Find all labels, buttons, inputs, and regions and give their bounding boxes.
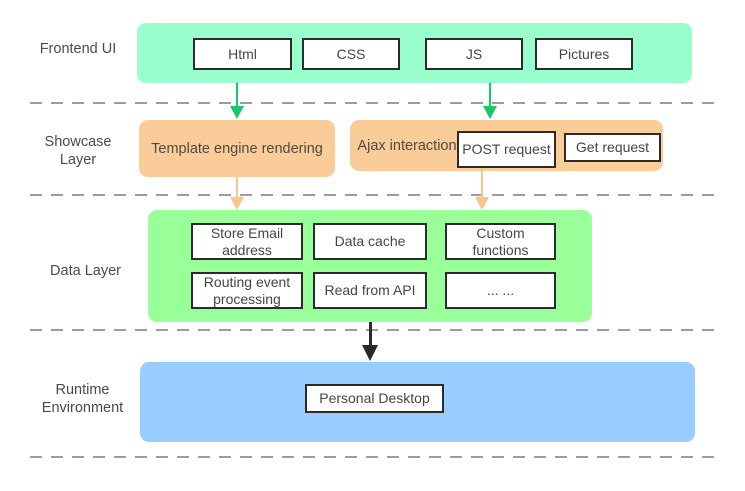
data-box-routing-event: Routing event processing (191, 272, 303, 309)
divider-bottom (30, 456, 718, 458)
arrow-post-to-data (481, 168, 483, 197)
data-box-more: ... ... (445, 272, 556, 309)
get-request-box: Get request (564, 133, 661, 162)
data-box-read-api: Read from API (313, 272, 427, 309)
data-box-data-cache: Data cache (313, 223, 427, 260)
data-box-custom-functions: Custom functions (445, 223, 556, 260)
data-layer-label: Data Layer (50, 263, 121, 279)
post-request-box: POST request (457, 131, 556, 168)
arrow-data-to-runtime (369, 322, 372, 345)
divider-frontend-showcase (30, 102, 718, 104)
frontend-box-js: JS (425, 38, 523, 70)
personal-desktop-box: Personal Desktop (305, 384, 444, 413)
template-rendering-band (139, 120, 335, 177)
frontend-box-html: Html (193, 38, 292, 70)
ajax-interaction-label: Ajax interaction (357, 138, 457, 154)
data-box-store-email: Store Email address (191, 223, 303, 260)
showcase-layer-label: Showcase Layer (44, 134, 112, 169)
arrow-js-to-ajax (489, 83, 491, 107)
template-rendering-label: Template engine rendering (151, 141, 323, 157)
arrowhead-js-to-ajax (483, 106, 497, 119)
arrow-template-to-data (236, 177, 238, 197)
runtime-layer-label: Runtime Environment (41, 382, 124, 417)
arrowhead-template-to-data (230, 197, 244, 210)
arrowhead-data-to-runtime (362, 345, 378, 361)
frontend-layer-label: Frontend UI (39, 41, 117, 57)
arrowhead-html-to-template (230, 106, 244, 119)
frontend-box-css: CSS (302, 38, 400, 70)
divider-data-runtime (30, 329, 718, 331)
arrowhead-post-to-data (475, 197, 489, 210)
arrow-html-to-template (236, 83, 238, 107)
divider-showcase-data (30, 194, 718, 196)
frontend-box-pictures: Pictures (535, 38, 633, 70)
